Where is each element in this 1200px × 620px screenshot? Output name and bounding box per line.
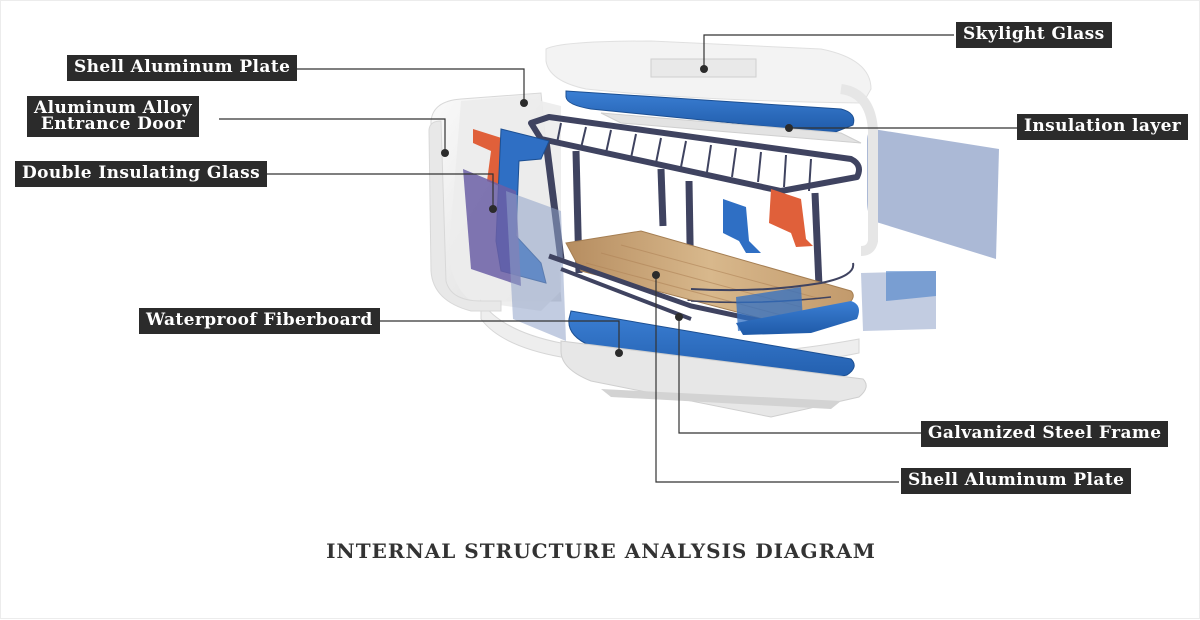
bottom-base-tray bbox=[601, 389, 841, 409]
leader-shell-plate-top bbox=[275, 68, 525, 103]
roof-frame-grid bbox=[528, 114, 862, 194]
right-shell-edge bbox=[839, 84, 878, 256]
side-glass-panel-right bbox=[867, 129, 999, 259]
dot-entrance-door bbox=[441, 149, 449, 157]
label-entrance-door-line-1: Aluminum Alloy bbox=[34, 98, 193, 118]
label-double-insulating-glass: Double Insulating Glass bbox=[15, 161, 268, 187]
leader-skylight bbox=[703, 34, 954, 69]
label-shell-aluminum-plate-bottom: Shell Aluminum Plate bbox=[901, 468, 1132, 494]
dot-double-glass bbox=[489, 205, 497, 213]
label-aluminum-alloy-entrance-door: Aluminum Alloy Entrance Door bbox=[27, 96, 200, 137]
orange-window-panel-right bbox=[769, 189, 813, 247]
floor-frame-rail bbox=[560, 267, 692, 321]
label-entrance-door-line-2: Entrance Door bbox=[40, 114, 186, 134]
leader-shell-plate-bottom bbox=[655, 275, 899, 483]
leader-fiberboard bbox=[369, 320, 620, 353]
left-shell-wrap bbox=[428, 120, 502, 312]
leader-entrance-door bbox=[219, 118, 446, 153]
dot-shell-plate-bottom bbox=[652, 271, 660, 279]
dot-shell-plate-top bbox=[520, 99, 528, 107]
label-shell-aluminum-plate-top: Shell Aluminum Plate bbox=[67, 55, 298, 81]
dot-steel-frame bbox=[675, 313, 683, 321]
dot-fiberboard bbox=[615, 349, 623, 357]
roof-frame-slats bbox=[556, 122, 812, 192]
blue-window-panel bbox=[723, 199, 761, 253]
bottom-shell-aluminum-plate bbox=[560, 340, 867, 418]
leader-dots bbox=[441, 65, 793, 357]
label-galvanized-steel-frame: Galvanized Steel Frame bbox=[921, 421, 1169, 447]
leader-lines bbox=[219, 34, 1017, 483]
label-insulation-layer: Insulation layer bbox=[1017, 114, 1189, 140]
dot-insulation bbox=[785, 124, 793, 132]
diagram-title: INTERNAL STRUCTURE ANALYSIS DIAGRAM bbox=[326, 539, 876, 563]
balcony-glass-right-top bbox=[886, 271, 936, 301]
label-skylight-glass: Skylight Glass bbox=[956, 22, 1112, 48]
leader-steel-frame bbox=[678, 317, 921, 434]
balcony-railing bbox=[690, 262, 855, 292]
ceiling-panel bbox=[600, 112, 862, 144]
leader-double-glass bbox=[247, 173, 494, 209]
label-waterproof-fiberboard: Waterproof Fiberboard bbox=[139, 308, 380, 334]
balcony-blue-base bbox=[736, 301, 859, 335]
dot-skylight bbox=[700, 65, 708, 73]
glass-overlay-panel bbox=[506, 191, 566, 341]
